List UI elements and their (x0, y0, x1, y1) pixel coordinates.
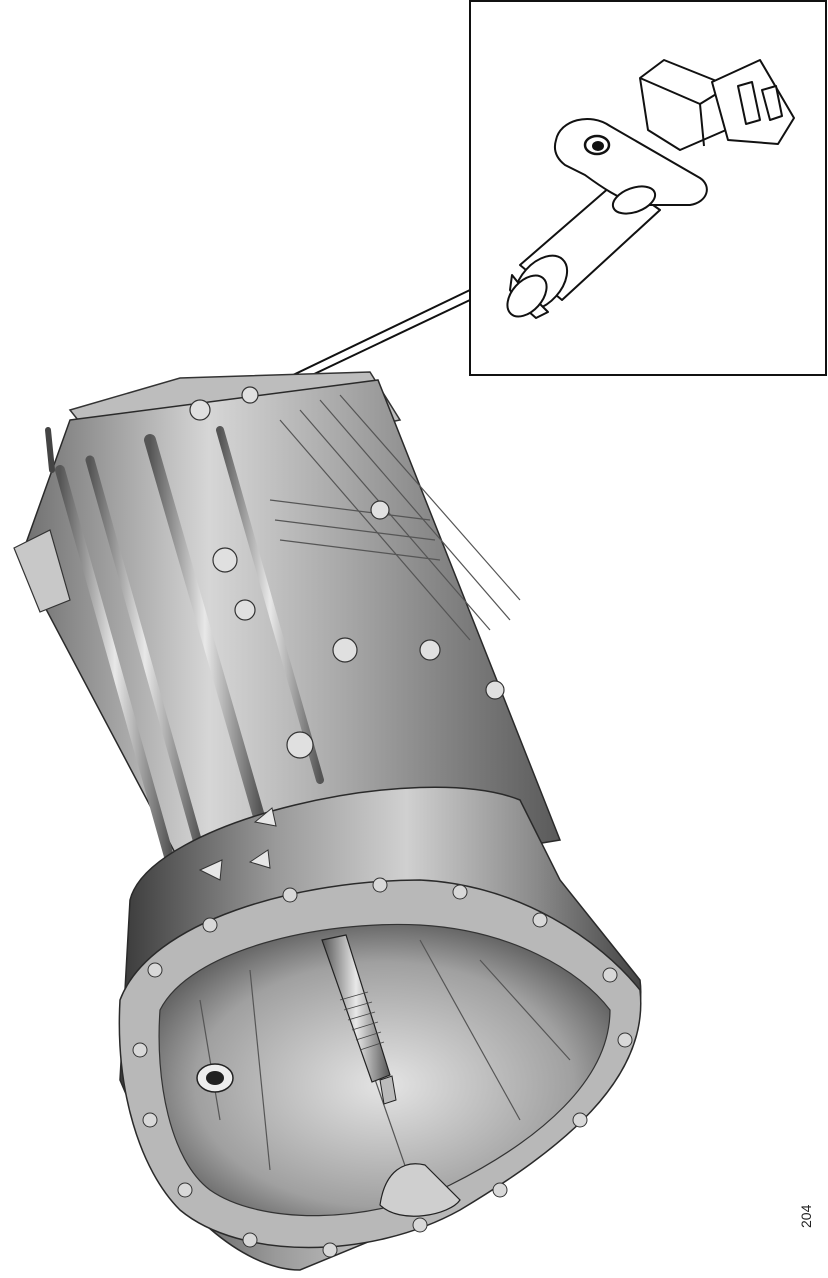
figure-reference-number: 204 (798, 1204, 814, 1228)
sensor-icon (506, 59, 795, 319)
gearbox-housing-icon (13, 371, 642, 1271)
